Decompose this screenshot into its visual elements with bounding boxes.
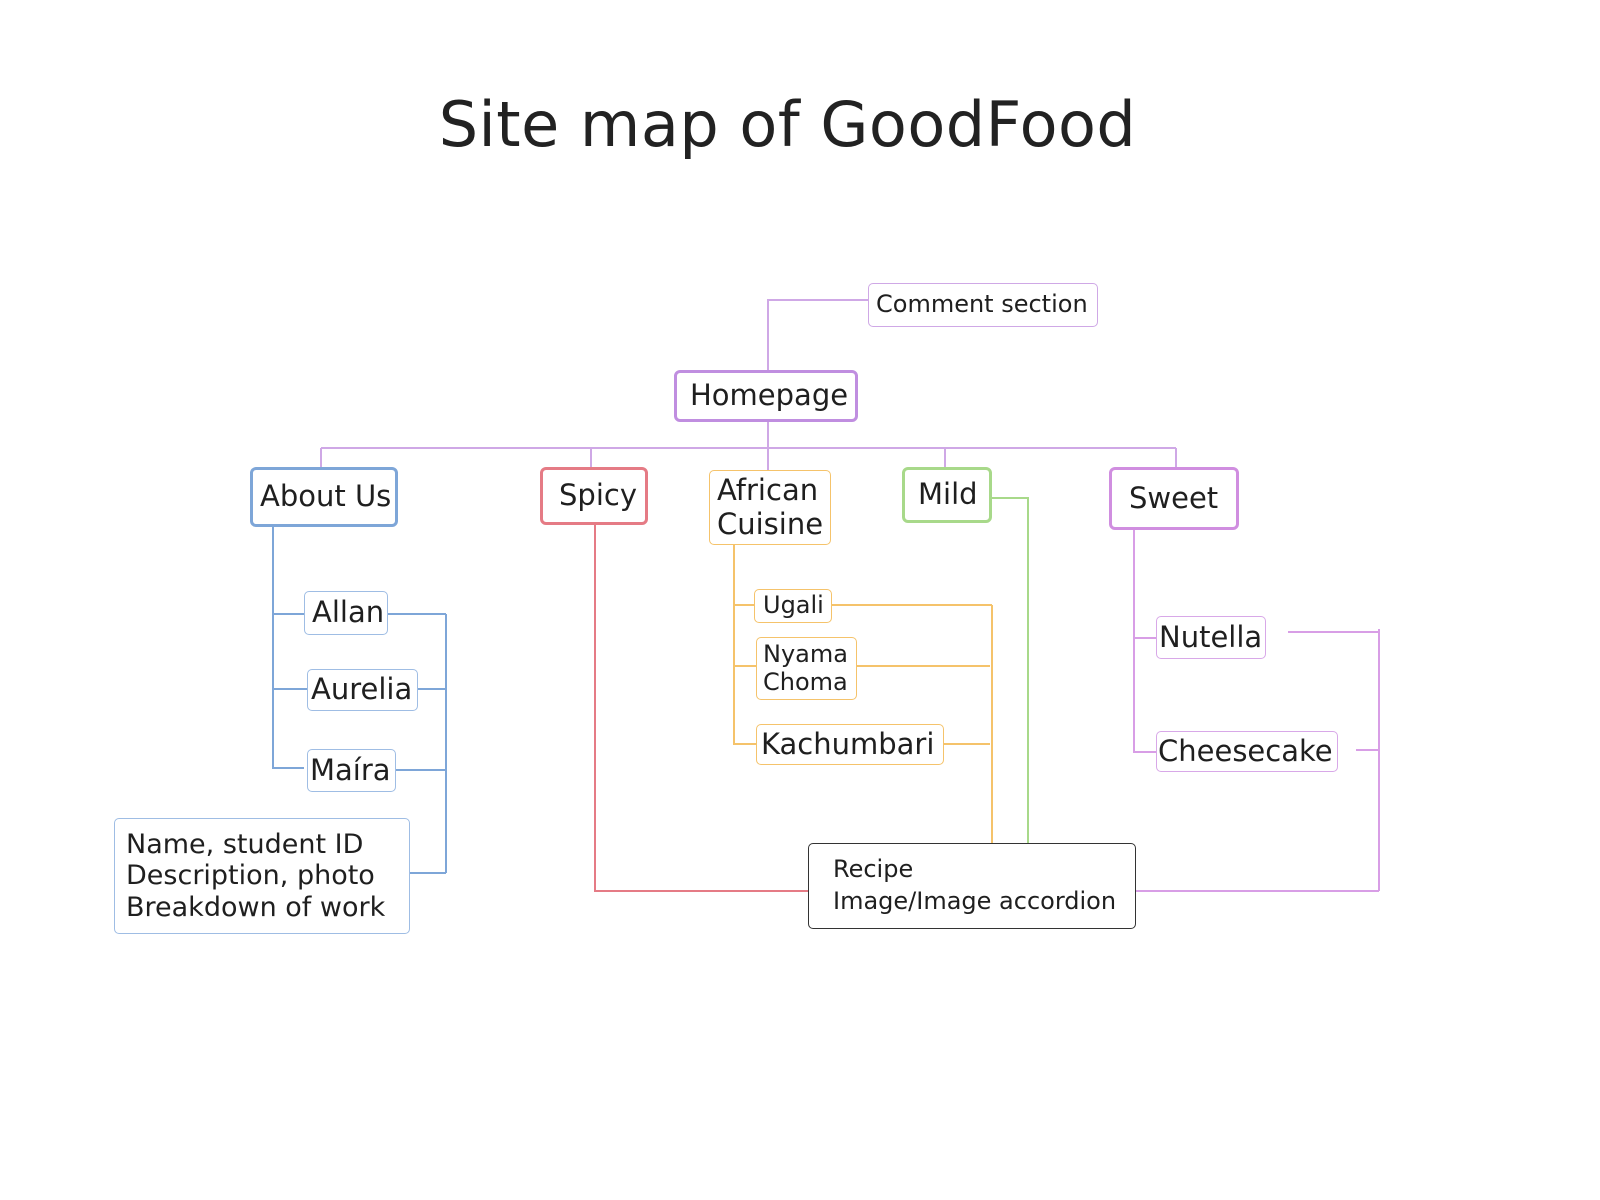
spicy-label: Spicy bbox=[559, 478, 637, 513]
kachumbari-node: Kachumbari bbox=[756, 724, 944, 765]
mild-node: Mild bbox=[902, 467, 992, 523]
aurelia-node: Aurelia bbox=[307, 669, 418, 711]
spicy-node: Spicy bbox=[540, 467, 648, 525]
homepage-node: Homepage bbox=[674, 370, 858, 422]
ugali-node: Ugali bbox=[754, 589, 832, 623]
sweet-label: Sweet bbox=[1129, 480, 1219, 515]
african-cuisine-line-1: African bbox=[717, 473, 819, 508]
allan-label: Allan bbox=[312, 595, 385, 630]
aurelia-label: Aurelia bbox=[311, 672, 413, 707]
ugali-label: Ugali bbox=[763, 591, 824, 620]
kachumbari-label: Kachumbari bbox=[761, 726, 935, 761]
allan-node: Allan bbox=[304, 591, 388, 635]
about-us-node: About Us bbox=[250, 467, 398, 527]
cheesecake-label: Cheesecake bbox=[1158, 733, 1333, 768]
african-connectors bbox=[733, 545, 993, 843]
about-us-label: About Us bbox=[260, 479, 392, 514]
african-cuisine-node: African Cuisine bbox=[709, 470, 831, 545]
spicy-connectors bbox=[594, 525, 810, 892]
homepage-connectors bbox=[320, 299, 1177, 471]
recipe-line-1: Recipe bbox=[833, 855, 914, 884]
diagram-title: Site map of GoodFood bbox=[438, 88, 1137, 161]
nyama-choma-line-2: Choma bbox=[763, 667, 848, 696]
nutella-label: Nutella bbox=[1159, 619, 1263, 654]
comment-section-node: Comment section bbox=[868, 283, 1098, 327]
about-details-line-3: Breakdown of work bbox=[126, 891, 386, 923]
sweet-node: Sweet bbox=[1109, 467, 1239, 530]
nutella-node: Nutella bbox=[1156, 616, 1266, 659]
homepage-label: Homepage bbox=[690, 378, 849, 413]
sweet-connectors bbox=[1133, 530, 1380, 892]
african-cuisine-line-2: Cuisine bbox=[717, 506, 824, 541]
maira-label: Maíra bbox=[310, 752, 391, 787]
nyama-choma-node: Nyama Choma bbox=[756, 637, 857, 700]
cheesecake-node: Cheesecake bbox=[1156, 731, 1338, 772]
recipe-node: Recipe Image/Image accordion bbox=[808, 843, 1136, 929]
recipe-line-2: Image/Image accordion bbox=[833, 887, 1117, 915]
maira-node: Maíra bbox=[307, 749, 396, 792]
mild-label: Mild bbox=[918, 477, 978, 512]
nyama-choma-line-1: Nyama bbox=[763, 639, 848, 668]
mild-connectors bbox=[991, 497, 1029, 843]
about-details-node: Name, student ID Description, photo Brea… bbox=[114, 818, 410, 934]
about-connectors bbox=[272, 527, 447, 874]
comment-section-label: Comment section bbox=[876, 290, 1088, 319]
comment-connector bbox=[767, 299, 868, 370]
about-details-line-2: Description, photo bbox=[126, 860, 375, 892]
about-details-line-1: Name, student ID bbox=[126, 829, 364, 861]
